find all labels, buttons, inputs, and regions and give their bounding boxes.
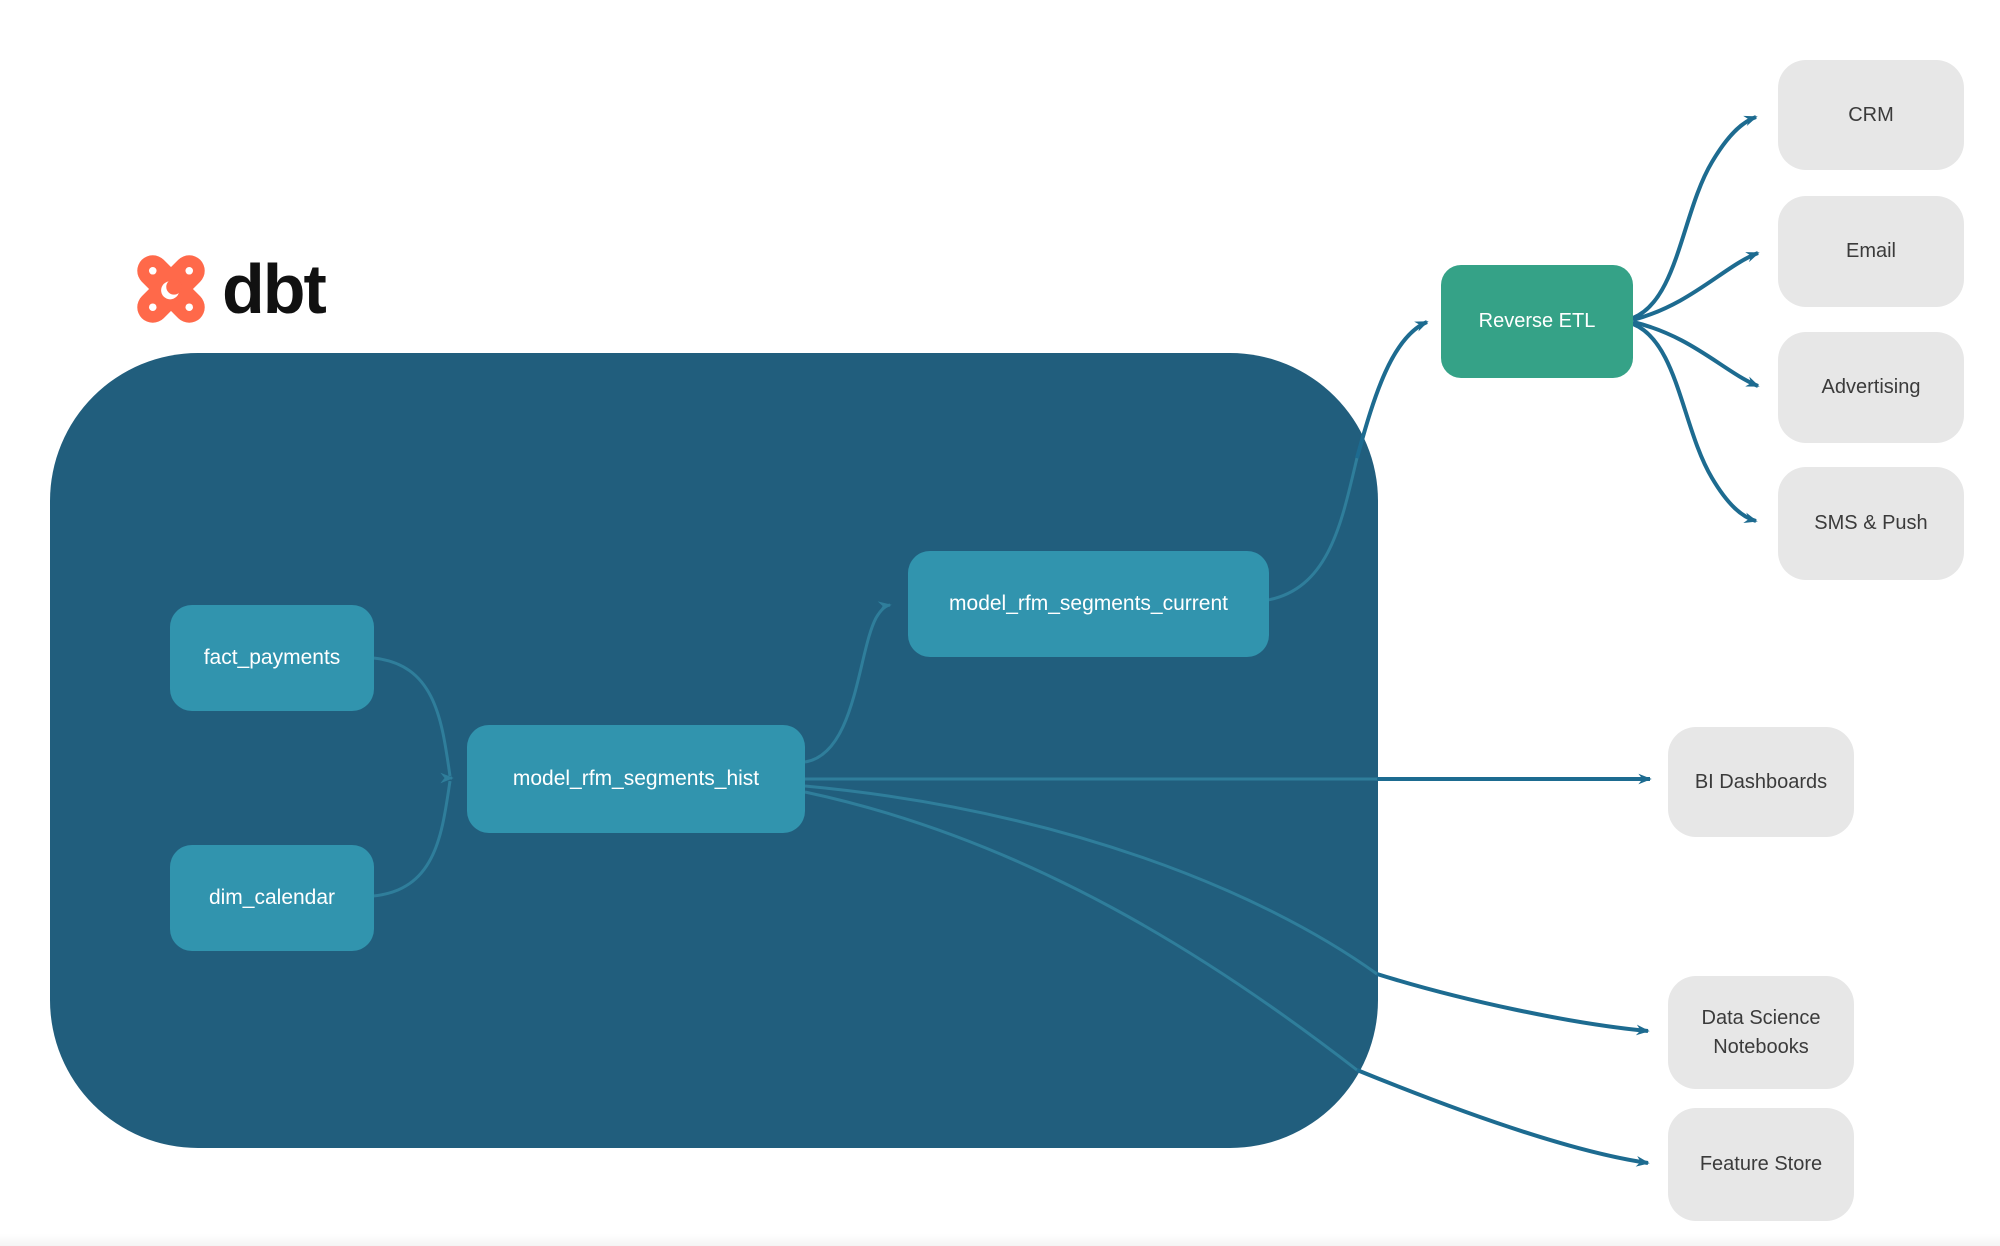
dbt-wordmark: dbt (222, 250, 327, 328)
node-fact-payments: fact_payments (170, 605, 374, 711)
edge-hist-to-featurestore-outer (1356, 1068, 1650, 1167)
edge-reverseetl-to-email (1632, 251, 1760, 322)
edge-current-to-reverseetl-outer (1355, 320, 1429, 459)
node-feature-store: Feature Store (1668, 1108, 1854, 1221)
node-data-science-notebooks: Data Science Notebooks (1668, 976, 1854, 1089)
node-reverse-etl: Reverse ETL (1441, 265, 1633, 378)
node-dim-calendar: dim_calendar (170, 845, 374, 951)
node-sms-push: SMS & Push (1778, 467, 1964, 580)
edge-hist-to-datascience-outer (1376, 972, 1650, 1036)
bottom-shadow-strip (0, 1234, 2000, 1246)
node-email: Email (1778, 196, 1964, 307)
node-model-rfm-segments-hist: model_rfm_segments_hist (467, 725, 805, 833)
dbt-logo: dbt (126, 246, 327, 332)
edge-reverseetl-to-advertising (1632, 320, 1760, 388)
node-advertising: Advertising (1778, 332, 1964, 443)
node-crm: CRM (1778, 60, 1964, 170)
node-model-rfm-segments-current: model_rfm_segments_current (908, 551, 1269, 657)
dbt-logo-icon (137, 255, 205, 323)
node-bi-dashboards: BI Dashboards (1668, 727, 1854, 837)
edge-reverseetl-to-smspush (1632, 322, 1758, 523)
edge-reverseetl-to-crm (1632, 115, 1758, 320)
